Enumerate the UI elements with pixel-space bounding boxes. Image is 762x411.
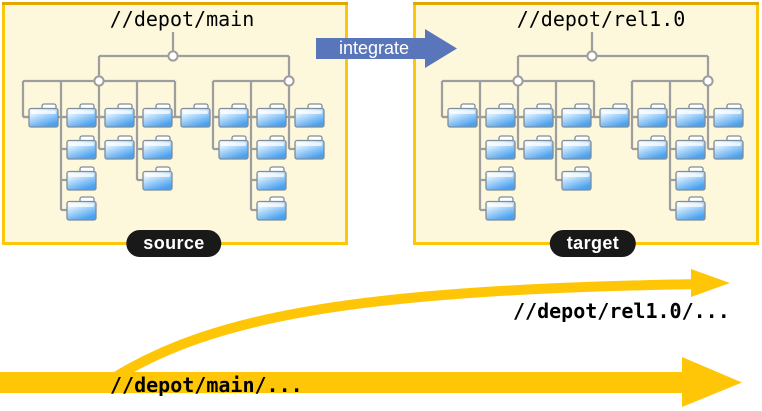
integrate-arrow [316,29,457,68]
integrate-arrow-label: integrate [338,38,410,58]
folder-icon [485,196,516,221]
main-flow-arrowhead [682,357,742,407]
branch-curve-arrowhead [691,269,730,297]
main-flow-arrow-body [0,372,688,393]
folder-icon [142,166,173,191]
folder-icon [218,103,249,128]
junction-node [283,75,295,87]
target-path-label: //depot/rel1.0/... [513,299,730,323]
folder-icon [675,196,706,221]
source-badge: source [126,230,222,257]
junction-node [512,75,524,87]
folder-icon [28,103,59,128]
folder-icon [523,135,554,160]
folder-icon [256,135,287,160]
folder-icon [485,135,516,160]
junction-node [93,75,105,87]
folder-icon [561,103,592,128]
target-badge: target [549,230,637,257]
folder-icon [523,103,554,128]
folder-icon [561,166,592,191]
branch-curve-arrow [109,279,701,384]
folder-icon [485,103,516,128]
folder-icon [180,103,211,128]
folder-icon [104,103,135,128]
junction-node [167,50,179,62]
folder-icon [66,166,97,191]
folder-icon [713,135,744,160]
folder-icon [713,103,744,128]
junction-node [586,50,598,62]
source-path-label: //depot/main/... [110,373,303,397]
folder-icon [256,166,287,191]
folder-icon [66,135,97,160]
folder-icon [485,166,516,191]
junction-node [702,75,714,87]
folder-icon [294,103,325,128]
folder-icon [561,135,592,160]
folder-icon [637,135,668,160]
folder-icon [599,103,630,128]
folder-icon [66,103,97,128]
folder-icon [256,196,287,221]
folder-icon [142,135,173,160]
folder-icon [256,103,287,128]
folder-icon [675,135,706,160]
folder-icon [218,135,249,160]
folder-icon [675,103,706,128]
folder-icon [66,196,97,221]
folder-icon [447,103,478,128]
source-depot-title: //depot/main [109,7,255,31]
target-depot-title: //depot/rel1.0 [516,7,686,31]
folder-icon [104,135,135,160]
folder-icon [294,135,325,160]
folder-icon [637,103,668,128]
folder-icon [675,166,706,191]
folder-icon [142,103,173,128]
